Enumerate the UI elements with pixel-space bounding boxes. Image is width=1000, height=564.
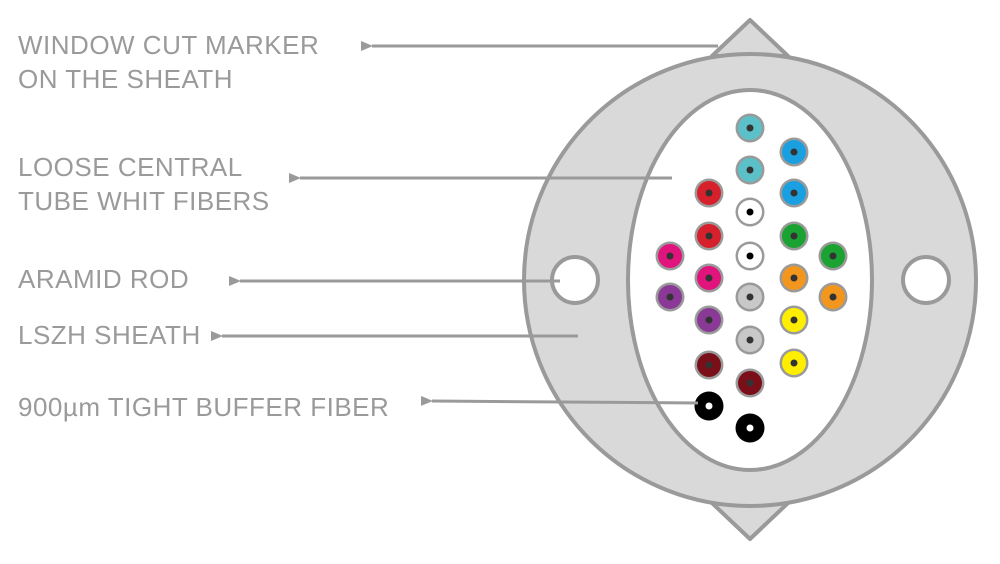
fiber-13 xyxy=(779,263,809,293)
label-lszh-sheath: LSZH SHEATH xyxy=(18,320,201,350)
window-cut-marker-top xyxy=(710,18,790,58)
fiber-3 xyxy=(735,155,765,185)
fiber-21 xyxy=(779,348,809,378)
label-window-cut-marker: WINDOW CUT MARKER ON THE SHEATH xyxy=(18,28,319,96)
label-loose-central-tube: LOOSE CENTRAL TUBE WHIT FIBERS xyxy=(18,150,270,218)
fiber-14 xyxy=(655,282,685,312)
label-loose-tube-line2: TUBE WHIT FIBERS xyxy=(18,186,270,216)
fiber-12 xyxy=(694,263,724,293)
fiber-16 xyxy=(818,282,848,312)
fiber-17 xyxy=(694,305,724,335)
fiber-bundle xyxy=(655,113,848,443)
fiber-2 xyxy=(779,137,809,167)
fiber-15 xyxy=(735,282,765,312)
fiber-4 xyxy=(779,178,809,208)
fiber-22 xyxy=(735,368,765,398)
label-loose-tube-line1: LOOSE CENTRAL xyxy=(18,152,243,182)
fiber-18 xyxy=(779,305,809,335)
fiber-23 xyxy=(694,391,724,421)
fiber-6 xyxy=(735,197,765,227)
label-window-cut-line1: WINDOW CUT MARKER xyxy=(18,30,320,60)
fiber-24 xyxy=(735,413,765,443)
label-window-cut-line2: ON THE SHEATH xyxy=(18,64,234,94)
fiber-9 xyxy=(655,241,685,271)
label-aramid-rod: ARAMID ROD xyxy=(18,264,190,294)
fiber-5 xyxy=(694,178,724,208)
fiber-19 xyxy=(735,325,765,355)
fiber-20 xyxy=(694,350,724,380)
fiber-10 xyxy=(735,241,765,271)
label-tight-buffer-fiber: 900µm TIGHT BUFFER FIBER xyxy=(18,392,390,422)
fiber-7 xyxy=(694,221,724,251)
loose-central-tube xyxy=(626,88,874,472)
fiber-11 xyxy=(818,241,848,271)
aramid-rod-right xyxy=(901,255,951,305)
window-cut-marker-bottom xyxy=(710,501,790,541)
arrow-tight-buffer xyxy=(420,395,699,406)
fiber-8 xyxy=(779,221,809,251)
fiber-1 xyxy=(735,113,765,143)
